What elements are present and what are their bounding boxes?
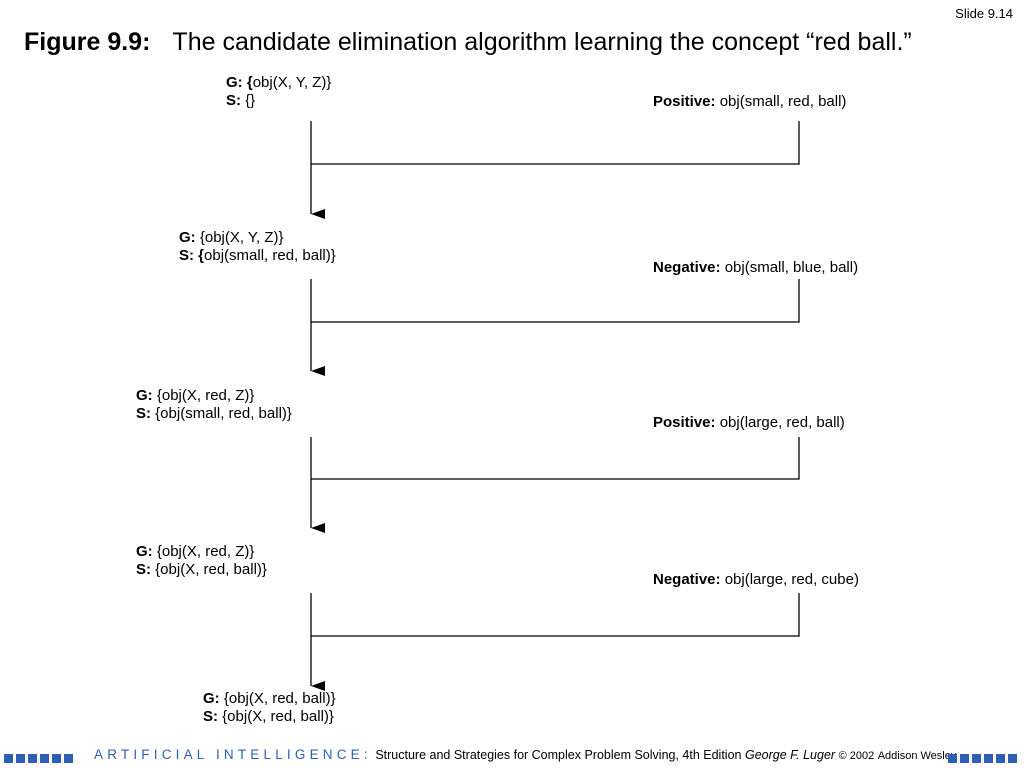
specific-boundary: S: {obj(X, red, ball)} <box>136 561 267 578</box>
example-value: obj(large, red, ball) <box>719 414 845 431</box>
figure-number: Figure 9.9: <box>24 28 151 56</box>
training-example-4: Negative: obj(large, red, cube) <box>653 571 859 588</box>
version-space-state-1: G: {obj(X, Y, Z)} S: {} <box>226 74 331 110</box>
training-example-1: Positive: obj(small, red, ball) <box>653 93 846 110</box>
version-space-state-2: G: {obj(X, Y, Z)} S: {obj(small, red, ba… <box>179 229 336 265</box>
figure-title: Figure 9.9: The candidate elimination alg… <box>24 28 912 57</box>
specific-boundary: S: {} <box>226 92 256 109</box>
footer-book-title: ARTIFICIAL INTELLIGENCE: <box>94 747 372 762</box>
version-space-state-5: G: {obj(X, red, ball)} S: {obj(X, red, b… <box>203 690 336 726</box>
figure-caption: The candidate elimination algorithm lear… <box>172 28 912 56</box>
general-boundary: G: {obj(X, red, Z)} <box>136 387 255 404</box>
example-kind: Positive: <box>653 93 716 110</box>
example-connector-4 <box>311 593 800 637</box>
example-kind: Negative: <box>653 259 721 276</box>
specific-boundary: S: {obj(small, red, ball)} <box>179 247 336 264</box>
version-space-state-4: G: {obj(X, red, Z)} S: {obj(X, red, ball… <box>136 543 267 579</box>
footer-copyright: © 2002 <box>838 750 875 762</box>
slide-number: Slide 9.14 <box>955 6 1013 21</box>
example-connector-3 <box>311 437 800 480</box>
example-connector-2 <box>311 279 800 323</box>
example-kind: Negative: <box>653 571 721 588</box>
example-value: obj(large, red, cube) <box>724 571 859 588</box>
example-value: obj(small, red, ball) <box>719 93 847 110</box>
slide-footer: ARTIFICIAL INTELLIGENCE: Structure and S… <box>0 746 1024 766</box>
footer-text: ARTIFICIAL INTELLIGENCE: Structure and S… <box>94 747 956 762</box>
general-boundary: G: {obj(X, red, Z)} <box>136 543 255 560</box>
example-kind: Positive: <box>653 414 716 431</box>
flow-connectors <box>310 121 800 691</box>
footer-author: George F. Luger <box>744 748 836 762</box>
footer-publisher: Addison Wesley <box>877 750 957 762</box>
training-example-2: Negative: obj(small, blue, ball) <box>653 259 858 276</box>
specific-boundary: S: {obj(X, red, ball)} <box>203 708 334 725</box>
footer-book-subtitle: Structure and Strategies for Complex Pro… <box>375 748 742 762</box>
specific-boundary: S: {obj(small, red, ball)} <box>136 405 292 422</box>
general-boundary: G: {obj(X, Y, Z)} <box>226 74 332 91</box>
training-example-3: Positive: obj(large, red, ball) <box>653 414 845 431</box>
version-space-state-3: G: {obj(X, red, Z)} S: {obj(small, red, … <box>136 387 292 423</box>
general-boundary: G: {obj(X, red, ball)} <box>203 690 336 707</box>
footer-squares-right <box>948 751 1020 765</box>
general-boundary: G: {obj(X, Y, Z)} <box>179 229 284 246</box>
example-value: obj(small, blue, ball) <box>724 259 859 276</box>
footer-squares-left <box>4 751 76 765</box>
example-connector-1 <box>311 121 800 165</box>
